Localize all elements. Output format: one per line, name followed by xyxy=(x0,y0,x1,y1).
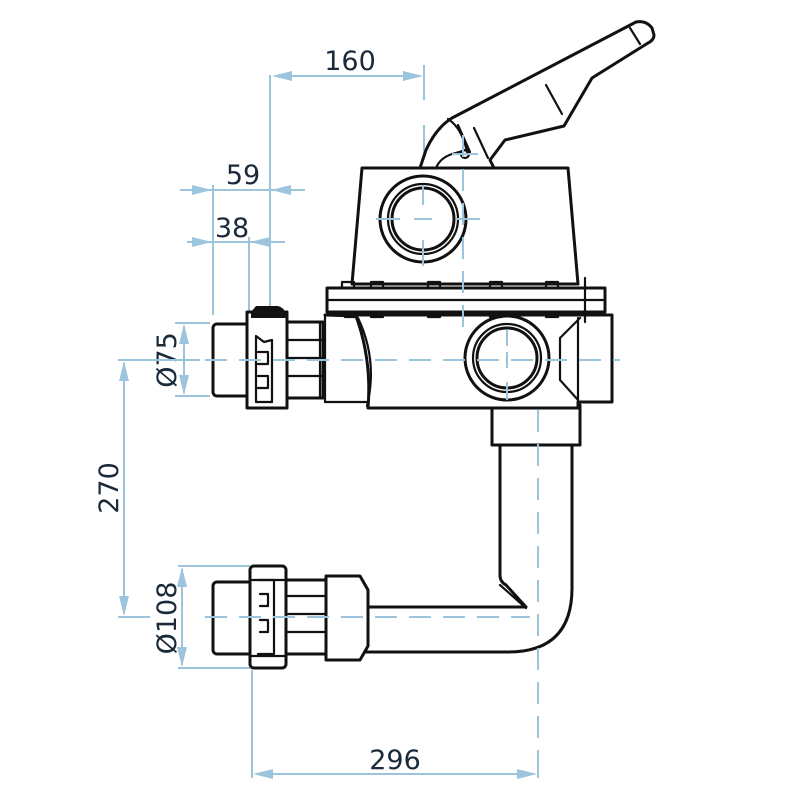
dimension-label-296: 296 xyxy=(369,745,421,776)
dimension-59: 59 xyxy=(180,160,305,315)
outlet-stub xyxy=(490,403,582,447)
dimension-d108: Ø108 xyxy=(152,565,250,669)
dimension-label-270: 270 xyxy=(94,462,125,514)
dimension-lines: 160 59 38 Ø75 xyxy=(94,46,539,779)
elbow-pipe xyxy=(324,443,574,654)
handle-lever xyxy=(418,20,656,170)
flange-bolts xyxy=(340,276,587,324)
dimension-270: 270 xyxy=(94,359,200,618)
dimension-296: 296 xyxy=(251,670,539,779)
dimension-label-160: 160 xyxy=(324,46,376,77)
center-lines xyxy=(205,135,620,750)
dimension-label-38: 38 xyxy=(215,213,249,244)
upper-union-connector xyxy=(211,306,325,410)
dimension-160: 160 xyxy=(269,46,425,330)
bolted-flange xyxy=(325,276,607,324)
dimension-38: 38 xyxy=(187,213,285,325)
dimension-label-d108: Ø108 xyxy=(152,582,183,655)
dimension-label-59: 59 xyxy=(226,160,260,191)
